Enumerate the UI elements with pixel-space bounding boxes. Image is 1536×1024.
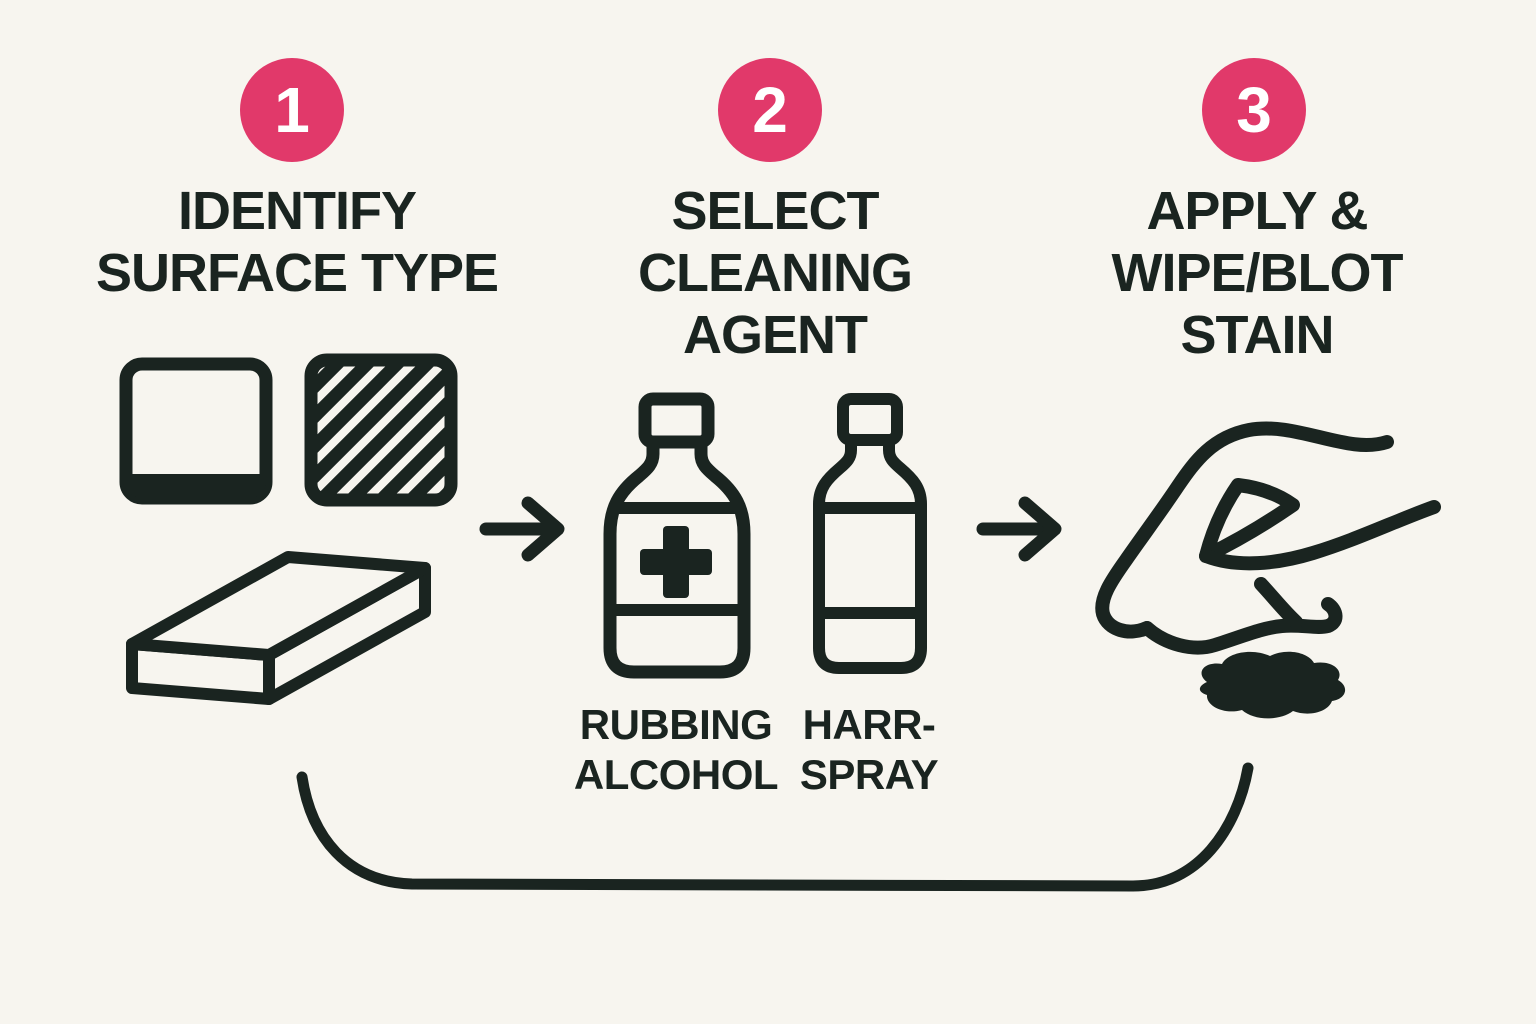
step-1-title: IDENTIFY SURFACE TYPE: [62, 180, 532, 304]
arrow-right-icon: [976, 496, 1062, 562]
step-2-title-line-1: SELECT: [671, 181, 879, 241]
step-3-title-line-3: STAIN: [1180, 305, 1335, 365]
step-3-title: APPLY & WIPE/BLOT STAIN: [1022, 180, 1492, 366]
rubbing-alcohol-label-line-2: ALCOHOL: [573, 751, 779, 798]
rubbing-alcohol-bottle-icon: [603, 392, 751, 679]
rubbing-alcohol-label-line-1: RUBBING: [579, 701, 773, 748]
step-2-number: 2: [752, 74, 788, 146]
board-surface-icon: [126, 551, 431, 705]
spray-label-line-2: SPRAY: [799, 751, 939, 798]
step-2-title: SELECT CLEANING AGENT: [540, 180, 1010, 366]
step-3-badge: 3: [1202, 58, 1306, 162]
step-2-title-line-2: CLEANING: [638, 243, 913, 303]
rubbing-alcohol-label: RUBBING ALCOHOL: [536, 700, 816, 800]
loop-back-curve-icon: [296, 762, 1254, 892]
stain-icon: [1199, 651, 1346, 719]
step-1-badge: 1: [240, 58, 344, 162]
step-3-title-line-2: WIPE/BLOT: [1111, 243, 1404, 303]
step-3-number: 3: [1236, 74, 1272, 146]
step-2-title-line-3: AGENT: [683, 305, 868, 365]
wiping-hand-icon: [1095, 421, 1441, 719]
spray-bottle-icon: [813, 393, 927, 674]
step-3-title-line-1: APPLY &: [1146, 181, 1368, 241]
plus-cross-icon: [640, 526, 712, 598]
step-1-number: 1: [274, 74, 310, 146]
striped-surface-icon: [304, 353, 458, 507]
spray-label-line-1: HARR-: [802, 701, 936, 748]
step-1-title-line-2: SURFACE TYPE: [95, 243, 499, 303]
step-1-title-line-1: IDENTIFY: [177, 181, 417, 241]
step-2-badge: 2: [718, 58, 822, 162]
spray-label: HARR- SPRAY: [749, 700, 989, 800]
arrow-right-icon: [479, 496, 565, 562]
plain-surface-icon: [119, 357, 273, 505]
